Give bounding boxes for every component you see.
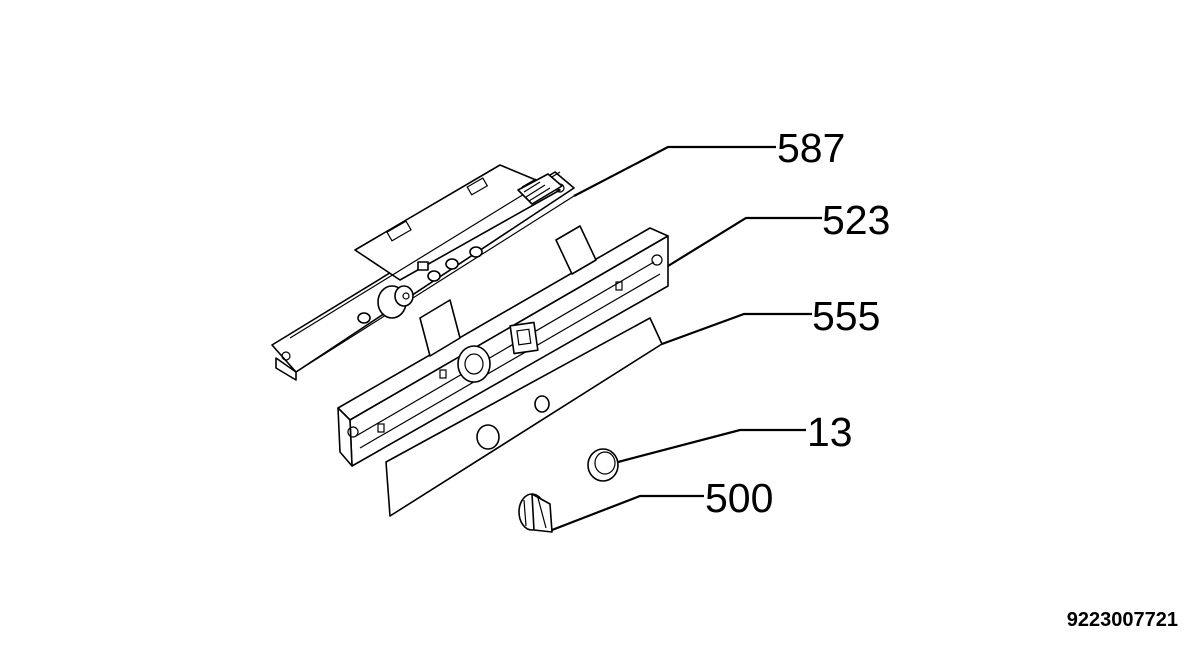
callout-500: 500 (705, 475, 773, 521)
part-13-button-cap (587, 448, 619, 482)
leader-523 (667, 216, 822, 267)
connector-block (517, 173, 563, 205)
leader-587 (573, 145, 776, 197)
potentiometer (377, 285, 414, 319)
board-components (357, 246, 483, 324)
part-500-knob (518, 493, 553, 533)
part-587-control-board (271, 164, 575, 381)
leader-13 (617, 428, 806, 464)
callout-523: 523 (822, 197, 890, 243)
part-523-bracket (337, 225, 669, 467)
callout-555: 555 (812, 293, 880, 339)
leader-500 (551, 494, 704, 532)
part-555-front-panel (385, 317, 663, 517)
callout-587: 587 (777, 125, 845, 171)
leader-555 (661, 312, 812, 346)
document-number: 9223007721 (1066, 609, 1178, 631)
callout-13: 13 (807, 409, 853, 455)
